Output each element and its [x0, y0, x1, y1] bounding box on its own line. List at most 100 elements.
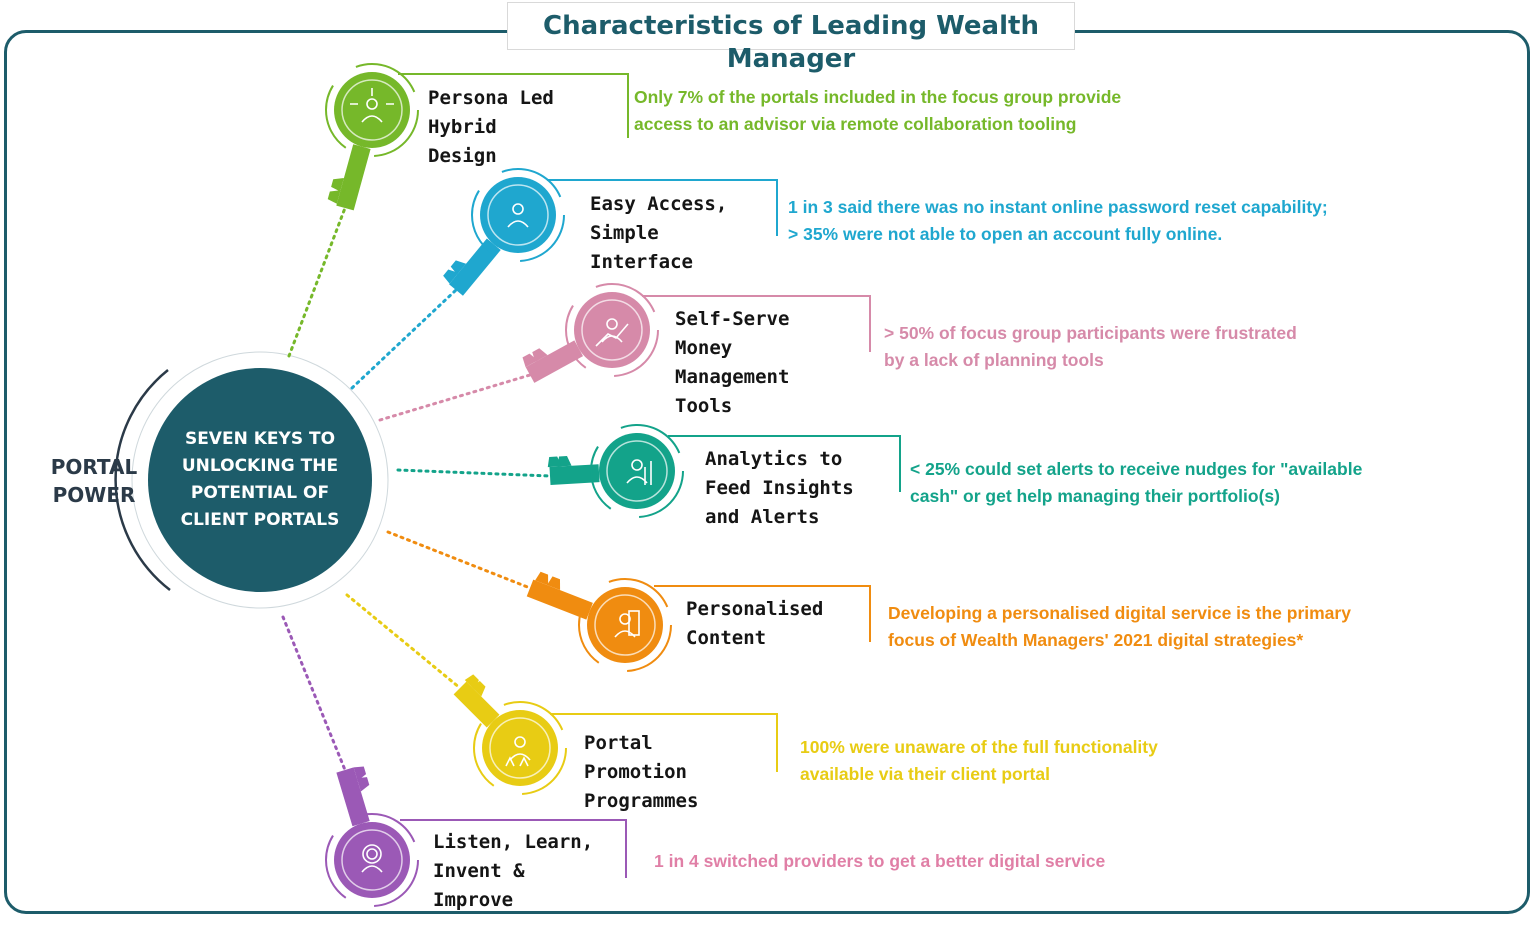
key-shaft — [449, 238, 501, 296]
key-bracket — [547, 179, 778, 236]
key-shaft — [336, 144, 371, 211]
title-box: Characteristics of Leading Wealth — [507, 2, 1075, 50]
key-head-inner-ring — [341, 79, 403, 141]
key-name-line: Easy Access, — [590, 193, 728, 215]
key-tooth — [443, 269, 459, 284]
key-stat-line: available via their client portal — [800, 764, 1050, 784]
key-head-inner-ring — [581, 299, 643, 361]
hub-ring — [131, 351, 389, 609]
key-head-ring — [325, 813, 419, 907]
key-tooth — [356, 777, 370, 792]
key-stat-line: Developing a personalised digital servic… — [888, 603, 1351, 623]
analytics-user-icon — [626, 459, 652, 485]
key-stat-1: Only 7% of the portals included in the f… — [634, 84, 1121, 138]
side-label-power: POWER — [52, 483, 136, 507]
key-head-inner-ring — [594, 594, 656, 656]
hub-circle: SEVEN KEYS TO UNLOCKING THE POTENTIAL OF… — [148, 368, 372, 592]
key-name-line: Improve — [433, 889, 514, 911]
key-name-line: Money — [675, 337, 733, 359]
key-bracket — [550, 713, 778, 772]
connector-line — [345, 593, 462, 690]
gear-head-icon — [361, 844, 383, 873]
key-tooth — [464, 674, 479, 690]
key-name-line: Listen, Learn, — [433, 831, 594, 853]
key-head — [574, 292, 650, 368]
key-head-ring — [325, 63, 419, 157]
connector-line — [281, 615, 347, 772]
key-head — [482, 710, 558, 786]
key-head-inner-ring — [606, 440, 668, 502]
hub-text: SEVEN KEYS TO UNLOCKING THE POTENTIAL OF… — [180, 429, 340, 530]
key-name-line: Simple — [590, 222, 659, 244]
key-stat-line: 1 in 3 said there was no instant online … — [788, 197, 1328, 217]
key-head-ring — [578, 578, 672, 672]
key-stat-line: Only 7% of the portals included in the f… — [634, 87, 1122, 107]
key-stat-7: 1 in 4 switched providers to get a bette… — [654, 848, 1105, 875]
user-stars-icon — [505, 736, 531, 767]
key-bracket — [668, 435, 901, 492]
key-name-line: Programmes — [584, 790, 699, 812]
key-stat-line: focus of Wealth Managers' 2021 digital s… — [888, 630, 1304, 650]
page-title-overflow: Manager — [726, 44, 856, 74]
key-stat-line: 100% were unaware of the full functional… — [800, 737, 1158, 757]
key-name-line: Invent & — [433, 860, 525, 882]
key-head-ring — [590, 424, 684, 518]
key-tooth — [522, 353, 538, 368]
key-stat-line: access to an advisor via remote collabor… — [634, 114, 1077, 134]
key-stat-line: > 50% of focus group participants were f… — [884, 323, 1297, 343]
key-stat-line: < 25% could set alerts to receive nudges… — [910, 459, 1363, 479]
key-bracket — [654, 585, 871, 642]
key-tooth — [327, 190, 341, 204]
key-shaft — [525, 340, 584, 383]
key-shaft — [526, 579, 593, 620]
connector-line — [386, 530, 532, 590]
key-name-line: Design — [428, 145, 497, 167]
key-name-line: Hybrid — [428, 116, 497, 138]
side-label-portal: PORTAL — [50, 455, 138, 479]
key-stat-2: 1 in 3 said there was no instant online … — [788, 194, 1328, 248]
page-title: Characteristics of Leading Wealth — [543, 11, 1039, 41]
hub-arc-left — [114, 369, 171, 591]
key-head-ring — [473, 701, 567, 795]
connector-line — [287, 206, 347, 358]
key-head — [587, 587, 663, 663]
key-tooth — [331, 177, 344, 192]
key-name-7: Listen, Learn, Invent & Improve — [433, 828, 593, 915]
key-tooth — [532, 348, 548, 362]
key-stat-5: Developing a personalised digital servic… — [888, 600, 1351, 654]
key-stat-line: by a lack of planning tools — [884, 350, 1104, 370]
key-name-line: Promotion — [584, 761, 687, 783]
key-name-line: Personalised — [686, 598, 824, 620]
key-bracket — [400, 819, 627, 878]
key-stat-3: > 50% of focus group participants were f… — [884, 320, 1297, 374]
key-shaft — [336, 767, 370, 827]
key-head — [599, 433, 675, 509]
key-stat-line: cash" or get help managing their portfol… — [910, 486, 1280, 506]
key-shaft — [453, 681, 500, 728]
key-shaft — [549, 464, 600, 485]
key-head-ring — [471, 168, 565, 262]
key-name-line: Interface — [590, 251, 693, 273]
key-name-line: Management — [675, 366, 790, 388]
key-name-line: Portal — [584, 732, 653, 754]
key-name-line: Self-Serve — [675, 308, 790, 330]
key-tooth — [547, 456, 562, 468]
key-tooth — [547, 576, 561, 591]
key-stat-6: 100% were unaware of the full functional… — [800, 734, 1158, 788]
key-tooth — [450, 260, 467, 275]
key-head-inner-ring — [489, 717, 551, 779]
checklist-person-icon — [614, 610, 640, 638]
network-arrows-icon — [350, 88, 394, 123]
key-head — [334, 822, 410, 898]
key-stat-line: 1 in 4 switched providers to get a bette… — [654, 851, 1106, 871]
key-head — [480, 177, 556, 253]
growth-chart-icon — [595, 318, 629, 347]
key-stat-line: > 35% were not able to open an account f… — [788, 224, 1223, 244]
